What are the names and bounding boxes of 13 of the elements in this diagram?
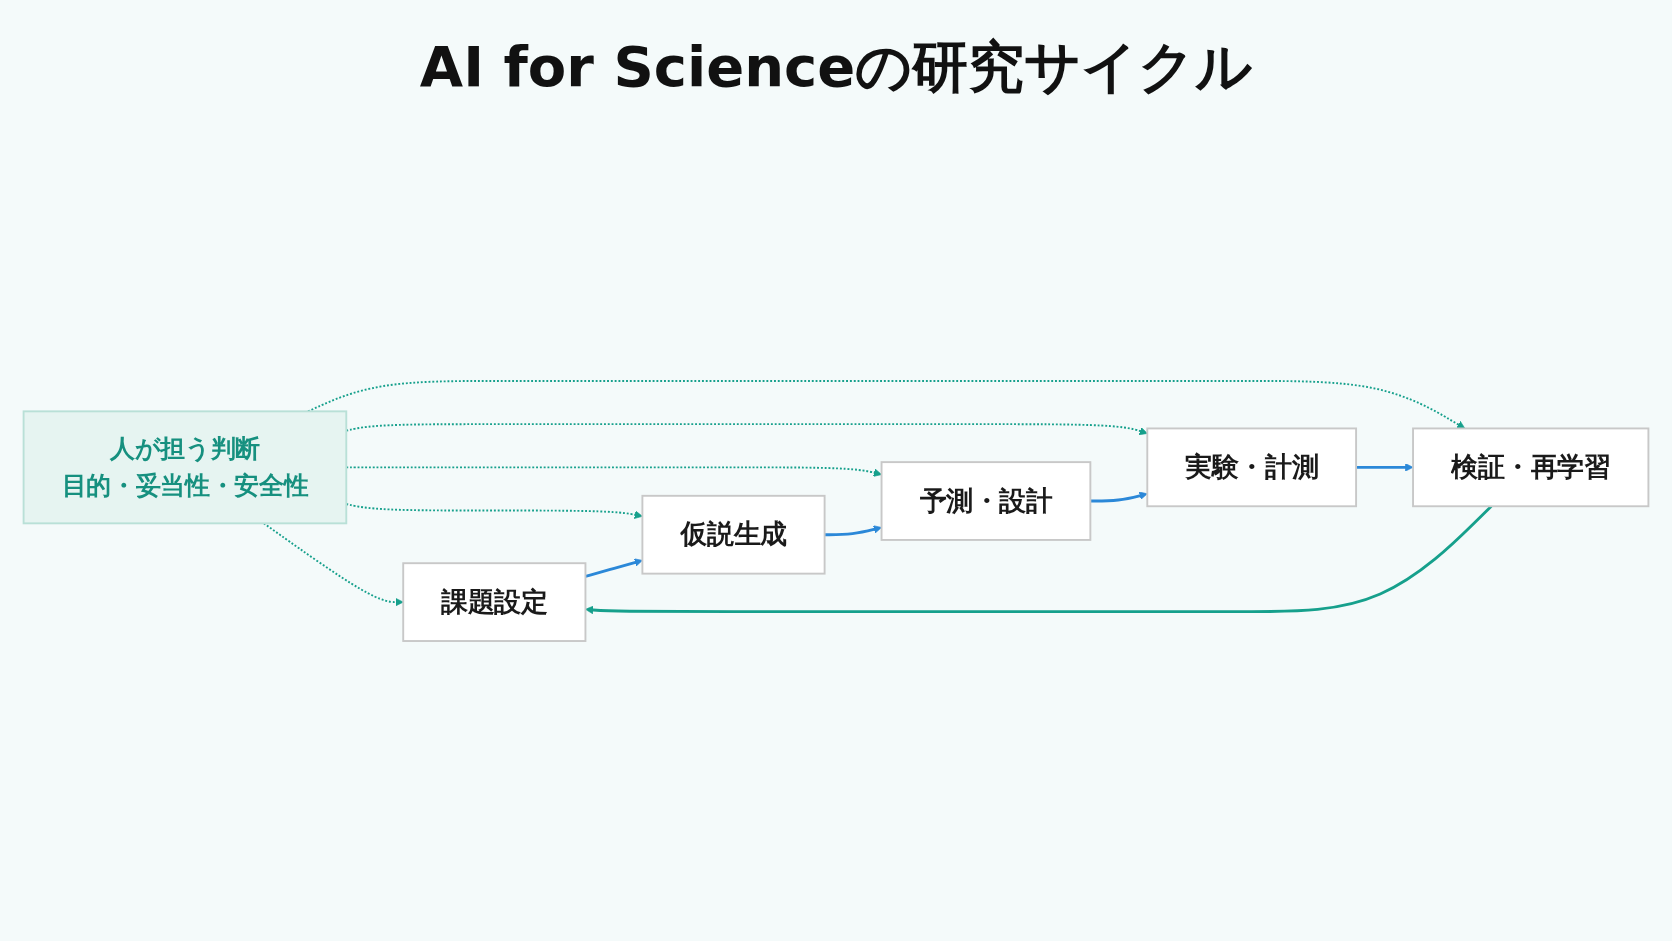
node-box: 仮説生成 <box>641 494 826 575</box>
node-box: 人が担う判断 目的・妥当性・安全性 <box>22 410 348 525</box>
arrow <box>1356 463 1414 472</box>
arrow <box>585 558 643 578</box>
arrow <box>262 522 404 607</box>
node-box: 実験・計測 <box>1146 427 1358 508</box>
title: AI for Scienceの研究サイクル <box>418 33 1254 101</box>
node-box: 課題設定 <box>402 562 587 642</box>
node-box: 検証・再学習 <box>1412 427 1650 508</box>
arrow <box>1090 491 1148 503</box>
node-box: 予測・設計 <box>880 461 1092 541</box>
arrow <box>585 505 1493 615</box>
arrow <box>824 525 882 537</box>
